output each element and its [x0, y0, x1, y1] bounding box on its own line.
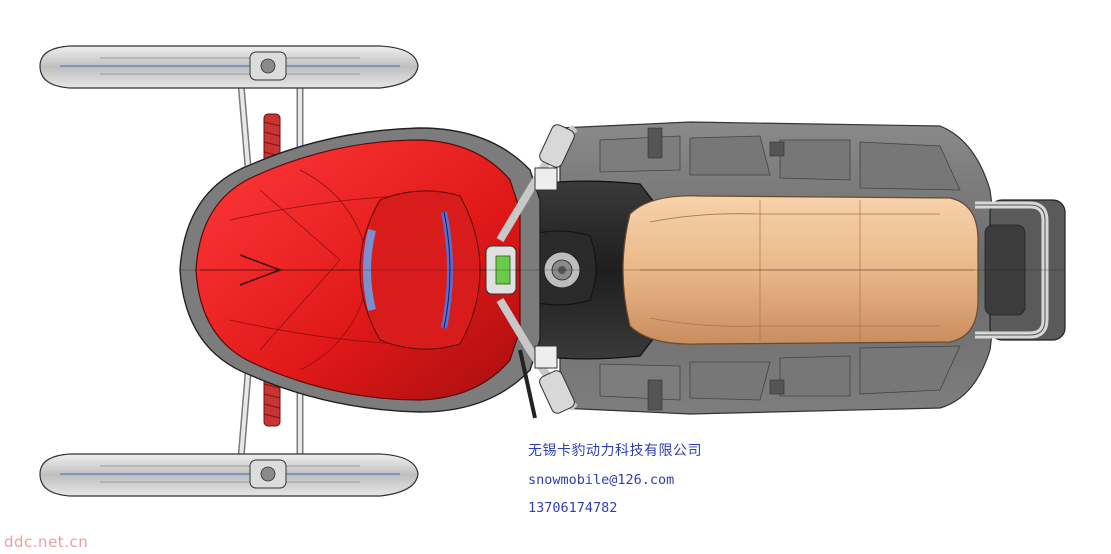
contact-phone: 13706174782 [528, 500, 618, 516]
console [509, 180, 661, 360]
company-name: 无锡卡豹动力科技有限公司 [528, 443, 702, 459]
ski-icon [39, 45, 419, 497]
contact-email: snowmobile@126.com [528, 472, 675, 488]
watermark: ddc.net.cn [4, 533, 89, 551]
shock-absorber-icon [263, 113, 281, 427]
ski-top [39, 45, 419, 89]
ski-bottom [39, 453, 419, 497]
